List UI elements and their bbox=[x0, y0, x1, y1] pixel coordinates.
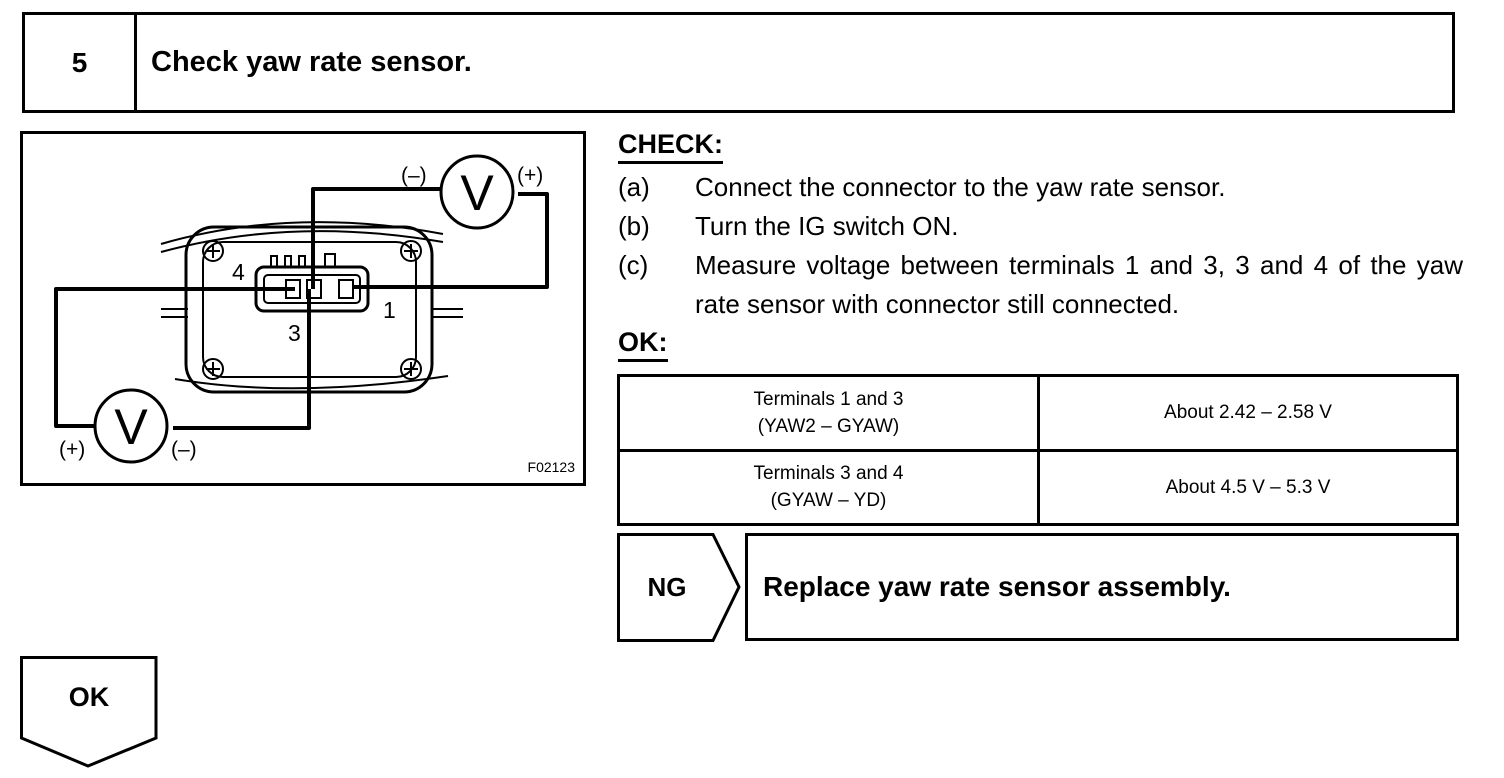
step-letter: (a) bbox=[618, 172, 650, 202]
step-text: Measure voltage between terminals 1 and … bbox=[695, 250, 1463, 319]
table-row: Terminals 3 and 4 (GYAW – YD) About 4.5 … bbox=[617, 448, 1459, 526]
ng-label: NG bbox=[647, 571, 687, 602]
upper-meter-symbol: V bbox=[460, 165, 494, 221]
terminal-3-label: 3 bbox=[288, 320, 301, 346]
check-steps: (a) Connect the connector to the yaw rat… bbox=[618, 168, 1463, 324]
step-title: Check yaw rate sensor. bbox=[151, 46, 472, 78]
upper-meter-neg-label: (–) bbox=[401, 164, 427, 187]
check-step: (b) Turn the IG switch ON. bbox=[618, 207, 1463, 246]
ng-arrow-icon bbox=[617, 533, 741, 642]
value-cell: About 4.5 V – 5.3 V bbox=[1037, 448, 1459, 526]
signals-label: (YAW2 – GYAW) bbox=[757, 415, 900, 437]
diagram-drawing: V V (–) (+) (+) (–) 4 1 3 bbox=[54, 154, 549, 464]
check-heading: CHECK: bbox=[618, 128, 723, 164]
lower-meter-neg-label: (–) bbox=[171, 438, 197, 461]
wiring-diagram: V V (–) (+) (+) (–) 4 1 3 F02123 bbox=[20, 131, 586, 486]
terminal-4-label: 4 bbox=[232, 259, 245, 285]
step-text: Connect the connector to the yaw rate se… bbox=[695, 172, 1226, 202]
terminal-1-label: 1 bbox=[383, 297, 396, 323]
ok-arrow-icon bbox=[20, 656, 158, 768]
terminals-cell: Terminals 3 and 4 (GYAW – YD) bbox=[617, 448, 1040, 526]
lower-meter-symbol: V bbox=[114, 399, 148, 455]
ok-label: OK bbox=[68, 681, 110, 712]
lower-meter-pos-label: (+) bbox=[59, 438, 85, 461]
terminals-cell: Terminals 1 and 3 (YAW2 – GYAW) bbox=[617, 374, 1040, 452]
terminals-label: Terminals 1 and 3 bbox=[753, 388, 904, 410]
figure-code: F02123 bbox=[527, 459, 575, 475]
value-cell: About 2.42 – 2.58 V bbox=[1037, 374, 1459, 452]
step-text: Turn the IG switch ON. bbox=[695, 211, 959, 241]
spec-table: Terminals 1 and 3 (YAW2 – GYAW) About 2.… bbox=[617, 374, 1459, 526]
step-header: 5 Check yaw rate sensor. bbox=[22, 12, 1455, 113]
ok-heading: OK: bbox=[618, 326, 668, 362]
signals-label: (GYAW – YD) bbox=[770, 490, 887, 512]
step-letter: (c) bbox=[618, 250, 649, 280]
upper-meter-pos-label: (+) bbox=[517, 164, 543, 187]
step-number: 5 bbox=[25, 15, 137, 110]
check-step: (c) Measure voltage between terminals 1 … bbox=[618, 246, 1463, 324]
lower-voltmeter-icon bbox=[93, 388, 169, 464]
upper-voltmeter-icon bbox=[439, 154, 515, 230]
ng-action: Replace yaw rate sensor assembly. bbox=[745, 533, 1459, 641]
table-row: Terminals 1 and 3 (YAW2 – GYAW) About 2.… bbox=[617, 374, 1459, 452]
terminals-label: Terminals 3 and 4 bbox=[753, 463, 904, 485]
step-letter: (b) bbox=[618, 211, 650, 241]
check-step: (a) Connect the connector to the yaw rat… bbox=[618, 168, 1463, 207]
